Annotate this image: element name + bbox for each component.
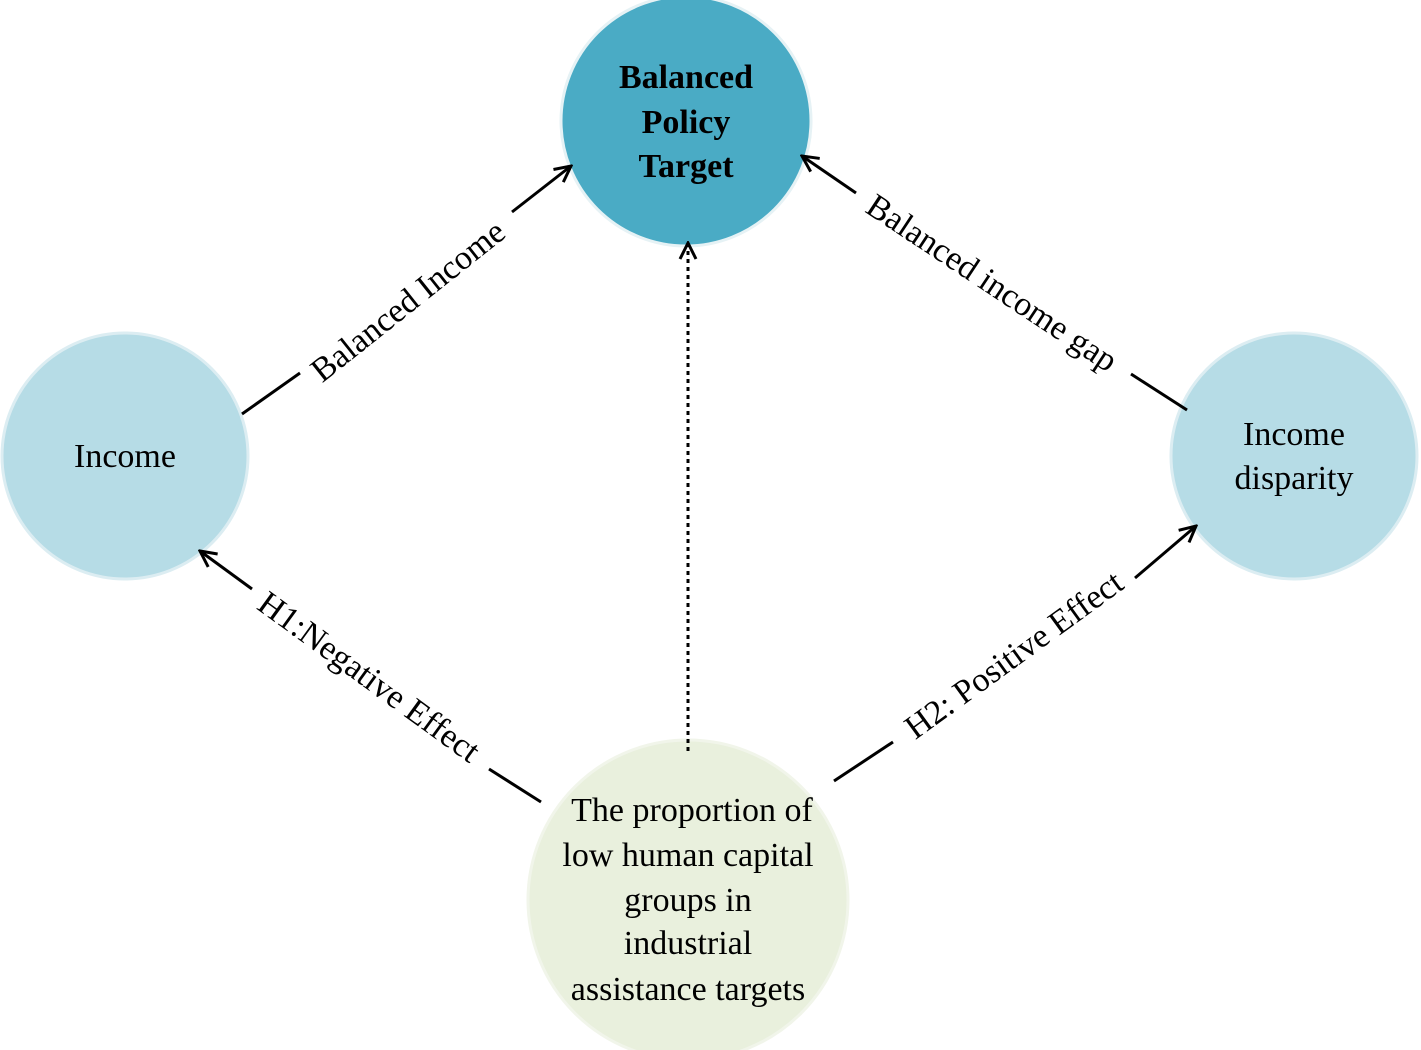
node-balanced-policy-target-line-3: Target — [638, 148, 734, 185]
edge-proportion-to-disparity-line-b — [1134, 526, 1196, 580]
edge-proportion-to-disparity: H2: Positive Effect — [833, 526, 1196, 783]
edge-proportion-to-income: H1:Negative Effect — [200, 551, 542, 804]
node-balanced-policy-target: Balanced Policy Target — [559, 0, 813, 248]
node-balanced-policy-target-line-1: Balanced — [619, 59, 753, 96]
node-low-human-capital-proportion-line-5: assistance targets — [571, 971, 805, 1008]
edge-disparity-to-policy-label: Balanced income gap — [859, 187, 1123, 379]
node-balanced-policy-target-line-2: Policy — [642, 104, 731, 141]
node-low-human-capital-proportion-line-4: industrial — [624, 925, 752, 962]
edge-proportion-to-income-line-b — [200, 551, 253, 591]
edge-disparity-to-policy: Balanced income gap — [802, 156, 1188, 412]
edge-proportion-to-income-line-a — [488, 767, 542, 804]
node-income-disparity-line-1: Income — [1243, 416, 1345, 453]
node-low-human-capital-proportion-line-2: low human capital — [562, 837, 813, 874]
node-income-circle — [0, 331, 250, 581]
node-low-human-capital-proportion-line-1: The proportion of — [571, 792, 813, 829]
node-low-human-capital-proportion-line-3: groups in — [624, 882, 752, 919]
node-income-disparity: Income disparity — [1169, 331, 1419, 581]
edge-proportion-to-disparity-line-a — [833, 740, 894, 783]
node-income-disparity-circle — [1169, 331, 1419, 581]
edge-disparity-to-policy-line-b — [802, 156, 857, 195]
edge-proportion-to-disparity-label: H2: Positive Effect — [898, 564, 1131, 747]
node-income-disparity-line-2: disparity — [1235, 460, 1354, 497]
edge-disparity-to-policy-line-a — [1130, 372, 1188, 412]
node-income: Income — [0, 331, 250, 581]
edge-income-to-policy-line-a — [241, 371, 301, 416]
node-low-human-capital-proportion: The proportion of low human capital grou… — [526, 738, 850, 1050]
edge-income-to-policy: Balanced Income — [241, 166, 571, 416]
edge-income-to-policy-line-b — [511, 166, 571, 214]
edge-income-to-policy-label: Balanced Income — [304, 213, 512, 389]
node-income-label: Income — [74, 438, 176, 475]
edge-proportion-to-income-label: H1:Negative Effect — [251, 585, 487, 771]
